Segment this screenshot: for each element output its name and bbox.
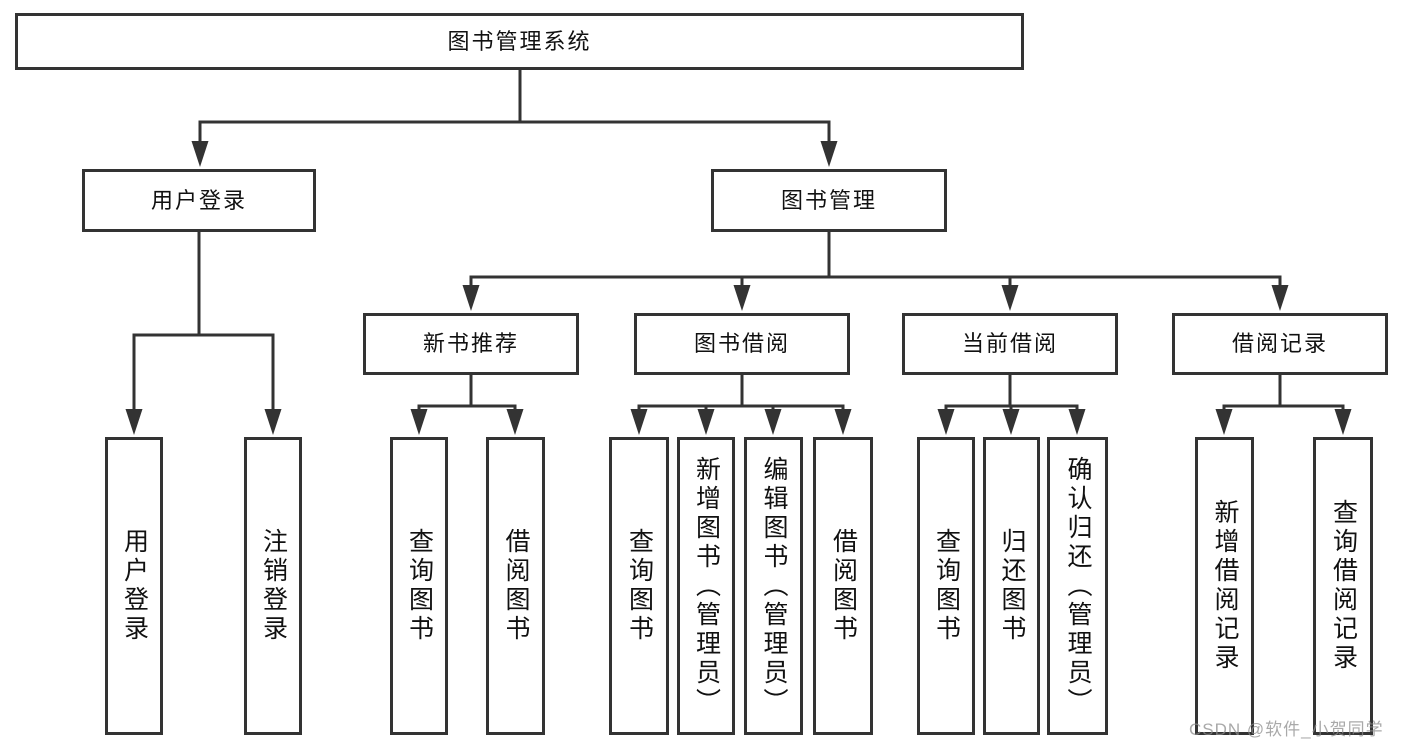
node-borrow-records: 借阅记录 xyxy=(1172,313,1388,375)
node-current-borrow: 当前借阅 xyxy=(902,313,1118,375)
leaf-nb-borrow-book: 借阅图书 xyxy=(486,437,545,735)
leaf-cb-confirm-return-admin: 确认归还（管理员） xyxy=(1047,437,1108,735)
leaf-bb-query-book: 查询图书 xyxy=(609,437,669,735)
leaf-nb-query-book: 查询图书 xyxy=(390,437,448,735)
watermark: CSDN @软件_小贺同学 xyxy=(1189,720,1384,739)
node-book-management: 图书管理 xyxy=(711,169,947,232)
leaf-br-query-record: 查询借阅记录 xyxy=(1313,437,1373,735)
leaf-bb-borrow-book: 借阅图书 xyxy=(813,437,873,735)
leaf-bb-add-book-admin: 新增图书（管理员） xyxy=(677,437,735,735)
leaf-user-login: 用户登录 xyxy=(105,437,163,735)
leaf-cb-return-book: 归还图书 xyxy=(983,437,1040,735)
leaf-br-add-record: 新增借阅记录 xyxy=(1195,437,1254,735)
node-root-system: 图书管理系统 xyxy=(15,13,1024,70)
arrowhead-icons xyxy=(125,141,1352,435)
node-user-login: 用户登录 xyxy=(82,169,316,232)
leaf-logout: 注销登录 xyxy=(244,437,302,735)
leaf-bb-edit-book-admin: 编辑图书（管理员） xyxy=(744,437,803,735)
node-new-book-recommend: 新书推荐 xyxy=(363,313,579,375)
node-book-borrow: 图书借阅 xyxy=(634,313,850,375)
leaf-cb-query-book: 查询图书 xyxy=(917,437,975,735)
